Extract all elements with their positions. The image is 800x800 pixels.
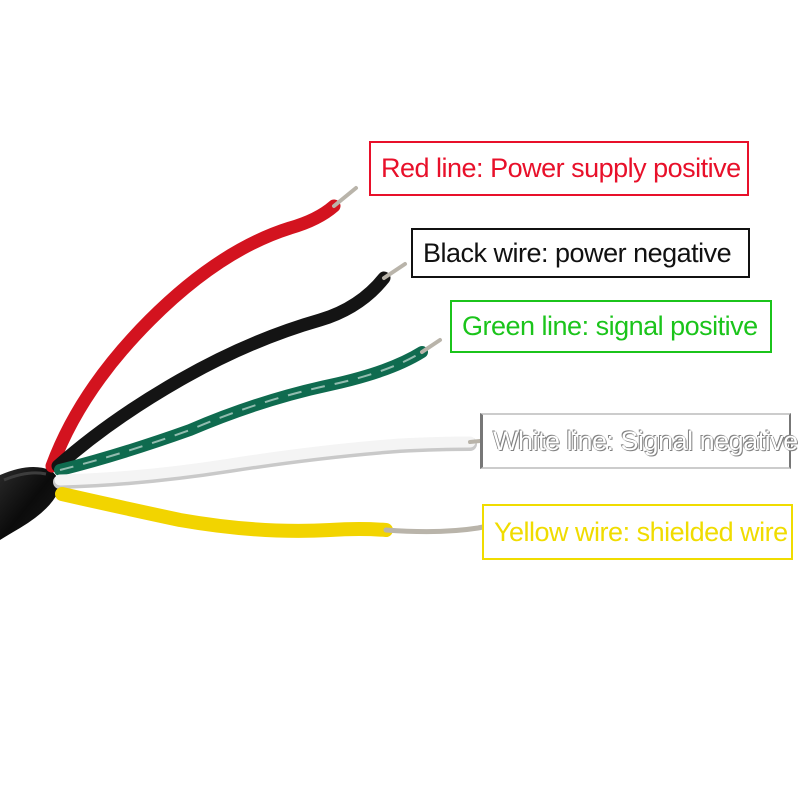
label-white-text: White line: Signal negative <box>493 425 798 456</box>
yellow-wire-tip <box>383 521 501 535</box>
red-wire-tip <box>332 186 358 208</box>
label-red-text: Red line: Power supply positive <box>381 153 741 183</box>
black-wire-tip <box>382 262 407 280</box>
label-black-wire: Black wire: power negative <box>411 228 750 278</box>
white-wire <box>54 436 476 486</box>
label-yellow-text: Yellow wire: shielded wire <box>494 516 788 547</box>
label-red-wire: Red line: Power supply positive <box>369 141 749 196</box>
green-wire-stripe <box>59 351 423 471</box>
yellow-wire <box>55 487 393 538</box>
black-wire <box>51 271 391 473</box>
label-white-wire: White line: Signal negative <box>480 413 798 469</box>
red-wire <box>45 199 341 473</box>
cable-jacket-highlight <box>3 471 47 482</box>
label-green-text: Green line: signal positive <box>462 311 758 341</box>
cable-jacket <box>0 466 59 540</box>
label-green-wire: Green line: signal positive <box>450 300 772 353</box>
label-black-text: Black wire: power negative <box>423 237 732 268</box>
label-yellow-wire: Yellow wire: shielded wire <box>482 504 793 560</box>
green-wire-tip <box>420 338 442 354</box>
